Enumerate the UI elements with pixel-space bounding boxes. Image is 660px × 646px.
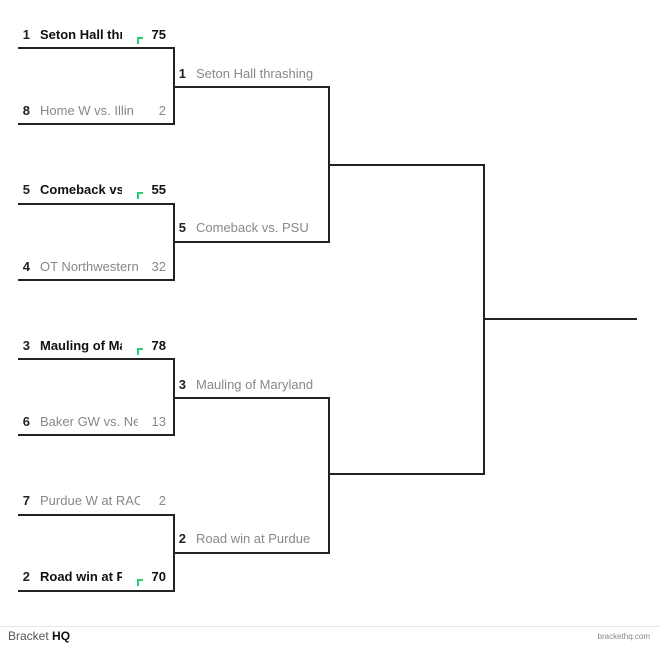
bracket-line	[328, 164, 485, 166]
bracket-line	[18, 434, 175, 436]
score: 78	[151, 338, 166, 353]
r2-slot-2[interactable]: 5 Comeback vs. PSU	[174, 217, 324, 239]
footer: Bracket HQ brackethq.com	[0, 626, 660, 646]
seed: 3	[178, 377, 186, 392]
pick-icon	[137, 192, 143, 199]
bracket: 1 Seton Hall thrashing 75 8 Home W vs. I…	[18, 24, 637, 592]
team-name: Comeback vs. PSU	[196, 220, 309, 235]
bracket-line	[173, 241, 330, 243]
team-name: Home W vs. Illinois	[40, 103, 134, 118]
team-name: Seton Hall thrashing	[40, 27, 122, 42]
team-name: Mauling of Maryland	[40, 338, 122, 353]
score: 2	[158, 493, 166, 508]
score: 55	[151, 182, 166, 197]
score: 13	[151, 414, 166, 429]
bracket-line	[18, 47, 175, 49]
seed: 1	[178, 66, 186, 81]
r1-slot-2[interactable]: 8 Home W vs. Illinois 2	[18, 100, 168, 122]
pick-icon	[137, 37, 143, 44]
pick-icon	[137, 348, 143, 355]
team-name: Baker GW vs. Neb	[40, 414, 138, 429]
r2-slot-1[interactable]: 1 Seton Hall thrashing	[174, 63, 324, 85]
seed: 2	[178, 531, 186, 546]
seed: 5	[178, 220, 186, 235]
team-name: Purdue W at RAC	[40, 493, 140, 508]
r1-slot-6[interactable]: 6 Baker GW vs. Neb 13	[18, 411, 168, 433]
bracket-line	[483, 318, 637, 320]
seed: 7	[22, 493, 30, 508]
r1-slot-4[interactable]: 4 OT Northwestern 32	[18, 256, 168, 278]
bracket-line	[173, 86, 330, 88]
seed: 1	[22, 27, 30, 42]
team-name: Mauling of Maryland	[196, 377, 314, 392]
team-name: Seton Hall thrashing	[196, 66, 314, 81]
seed: 2	[22, 569, 30, 584]
r1-slot-5[interactable]: 3 Mauling of Maryland 78	[18, 335, 168, 357]
score: 75	[151, 27, 166, 42]
seed: 8	[22, 103, 30, 118]
bracket-line	[18, 203, 175, 205]
brand-logo[interactable]: Bracket HQ	[8, 629, 70, 643]
r1-slot-8[interactable]: 2 Road win at Purdue 70	[18, 566, 168, 588]
brand-bold: HQ	[52, 629, 71, 643]
team-name: OT Northwestern	[40, 259, 139, 274]
bracket-line	[18, 358, 175, 360]
bracket-line	[18, 514, 175, 516]
r1-slot-7[interactable]: 7 Purdue W at RAC 2	[18, 490, 168, 512]
bracket-line	[173, 552, 330, 554]
score: 70	[151, 569, 166, 584]
bracket-line	[173, 397, 330, 399]
r1-slot-1[interactable]: 1 Seton Hall thrashing 75	[18, 24, 168, 46]
r2-slot-4[interactable]: 2 Road win at Purdue	[174, 528, 324, 550]
bracket-line	[328, 397, 330, 554]
bracket-line	[328, 473, 485, 475]
bracket-line	[18, 590, 175, 592]
score: 2	[158, 103, 166, 118]
seed: 6	[22, 414, 30, 429]
pick-icon	[137, 579, 143, 586]
r1-slot-3[interactable]: 5 Comeback vs. PSU 55	[18, 179, 168, 201]
team-name: Road win at Purdue	[40, 569, 122, 584]
bracket-line	[18, 123, 175, 125]
team-name: Road win at Purdue	[196, 531, 311, 546]
team-name: Comeback vs. PSU	[40, 182, 122, 197]
r2-slot-3[interactable]: 3 Mauling of Maryland	[174, 374, 324, 396]
site-link[interactable]: brackethq.com	[597, 632, 650, 641]
seed: 4	[22, 259, 30, 274]
brand-light: Bracket	[8, 629, 49, 643]
score: 32	[151, 259, 166, 274]
bracket-line	[18, 279, 175, 281]
seed: 3	[22, 338, 30, 353]
seed: 5	[22, 182, 30, 197]
